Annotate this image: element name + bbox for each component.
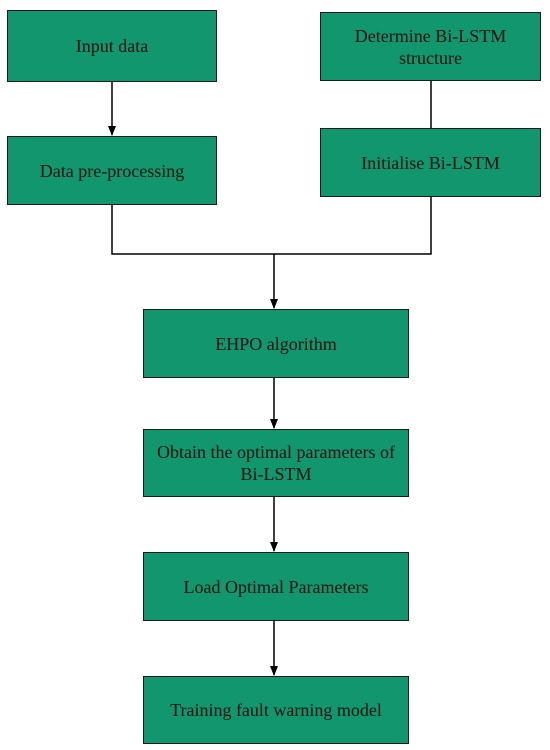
node-determine-structure-label: Determine Bi-LSTM structure [354, 25, 507, 68]
node-initialise-label: Initialise Bi-LSTM [361, 152, 500, 173]
merge-line [111, 197, 432, 255]
node-obtain-optimal-label: Obtain the optimal parameters of Bi-LSTM [157, 442, 395, 484]
node-data-preprocessing: Data pre-processing [7, 136, 217, 205]
node-load-optimal: Load Optimal Parameters [143, 552, 409, 621]
node-data-preprocessing-label: Data pre-processing [39, 160, 185, 181]
node-ehpo: EHPO algorithm [143, 309, 409, 378]
node-input-data-label: Input data [75, 36, 149, 56]
node-input-data: Input data [7, 10, 217, 82]
node-ehpo-label: EHPO algorithm [215, 333, 337, 354]
node-training-label: Training fault warning model [170, 700, 382, 720]
node-training: Training fault warning model [143, 676, 409, 744]
node-initialise: Initialise Bi-LSTM [320, 128, 541, 197]
node-load-optimal-label: Load Optimal Parameters [183, 576, 369, 597]
node-obtain-optimal: Obtain the optimal parameters of Bi-LSTM [143, 429, 409, 497]
node-determine-structure: Determine Bi-LSTM structure [320, 12, 541, 81]
